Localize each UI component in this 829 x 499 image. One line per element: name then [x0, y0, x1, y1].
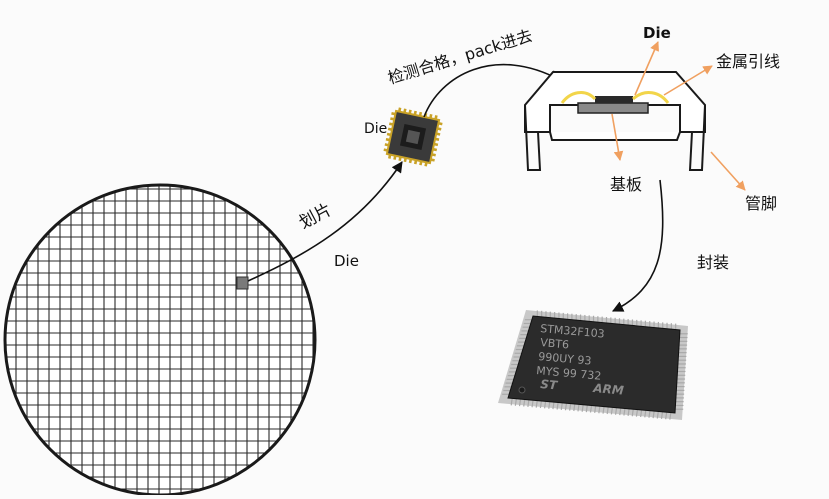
chip-body — [507, 315, 681, 414]
die-callout — [634, 41, 659, 96]
packaged-chip: STM32F103 VBT6 990UY 93 MYS 99 732 ST AR… — [498, 310, 688, 420]
bond-wire-label: 金属引线 — [716, 52, 780, 71]
wafer — [3, 183, 317, 497]
chip-marking-line-1: STM32F103 — [540, 322, 605, 341]
right-pin — [688, 104, 706, 171]
single-die — [383, 107, 443, 167]
arm-logo: ARM — [592, 381, 625, 398]
chip-marking-line-3: 990UY 93 — [538, 350, 592, 368]
chip-marking-line-2: VBT6 — [540, 336, 570, 351]
die-wafer-label: Die — [334, 252, 359, 270]
pin1-marker — [518, 386, 526, 394]
bond-wire-right — [631, 91, 670, 104]
packaging-arrow — [611, 179, 664, 312]
bond-wire-callout — [663, 65, 713, 96]
dicing-arrow — [247, 161, 403, 282]
left-pin — [524, 104, 542, 171]
die-package-label: Die — [643, 24, 671, 42]
pack-arrow — [423, 63, 561, 118]
substrate-callout — [611, 113, 624, 161]
test-pack-label: 检测合格，pack进去 — [386, 26, 535, 88]
packaging-label: 封装 — [697, 253, 729, 272]
wafer-die-grid — [5, 185, 315, 495]
bond-wire-left — [560, 91, 597, 104]
substrate-label: 基板 — [610, 175, 642, 194]
package-base — [549, 131, 681, 141]
substrate-plate — [577, 102, 649, 114]
die-chip-label: Die — [364, 121, 387, 137]
selected-die-cell — [236, 276, 249, 290]
pins-callout — [710, 151, 746, 191]
st-logo: ST — [540, 377, 559, 392]
die-in-package — [595, 96, 633, 103]
pins-label: 管脚 — [745, 194, 777, 213]
chip-marking-line-4: MYS 99 732 — [536, 364, 602, 383]
dicing-label: 划片 — [296, 200, 335, 234]
